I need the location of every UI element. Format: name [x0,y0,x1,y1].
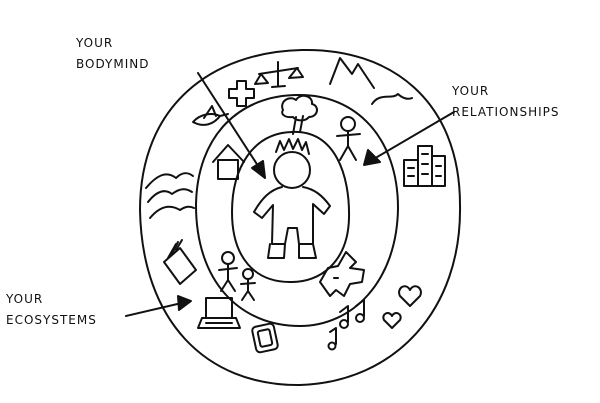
scales-icon [255,62,303,87]
label-your-bodymind: YOUR BODYMIND [76,32,150,74]
arrow-relationships [364,112,454,165]
label-relationships-line-1: YOUR [452,80,490,100]
buildings-icon [404,146,445,186]
arrow-ecosystems [126,296,191,316]
phone-icon [252,323,279,353]
book-icon [164,240,196,284]
tree-icon [282,96,317,134]
label-bodymind-line-2: BODYMIND [76,53,150,73]
two-people-icon [219,252,255,300]
outer-ring-ecosystems [140,50,460,385]
house-icon [213,145,244,179]
label-ecosystems-line-2: ECOSYSTEMS [6,309,97,329]
label-bodymind-line-1: YOUR [76,32,114,52]
mountain-icon [330,58,412,104]
label-relationships-line-2: RELATIONSHIPS [452,101,560,121]
music-notes-icon [329,300,365,350]
cross-icon [229,81,254,106]
dog-icon [320,252,364,296]
laptop-icon [198,298,240,328]
label-your-ecosystems: YOUR ECOSYSTEMS [6,288,97,330]
heart-icon [383,286,421,328]
label-ecosystems-line-1: YOUR [6,288,44,308]
middle-ring-relationships [196,95,398,326]
stick-figure-icon [337,117,360,160]
bird-icon [193,106,228,125]
arrow-bodymind [198,73,265,178]
hills-icon [146,173,194,218]
person-icon [254,139,330,258]
label-your-relationships: YOUR RELATIONSHIPS [452,80,559,122]
